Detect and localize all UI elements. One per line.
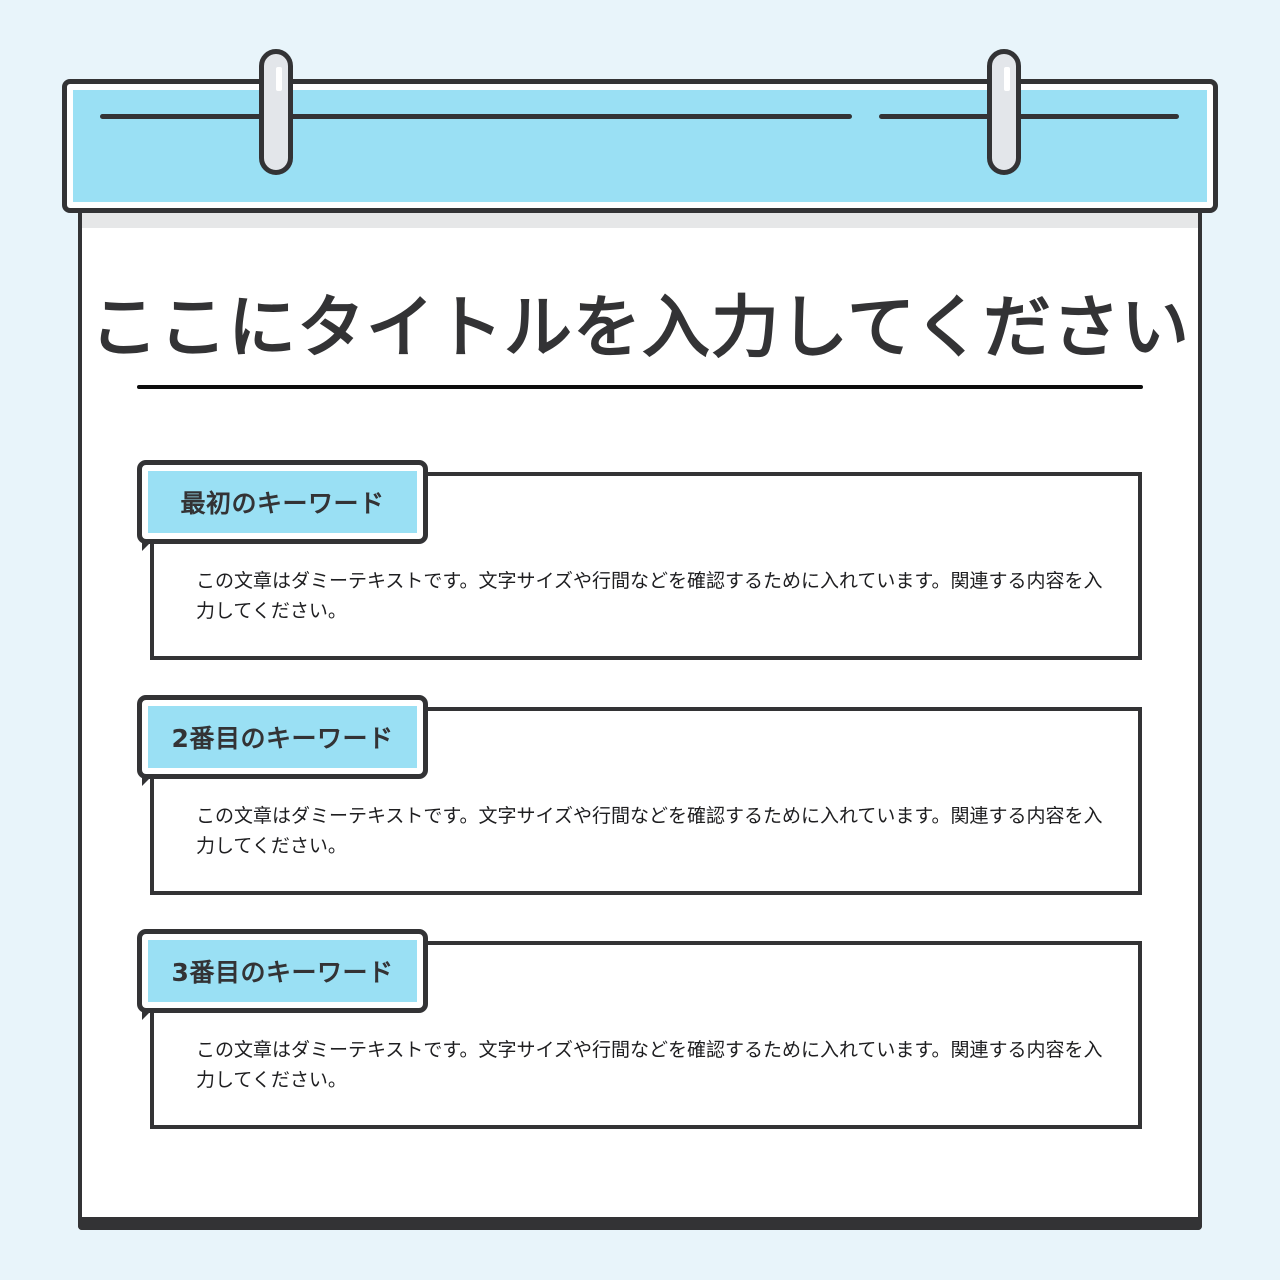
page-title: ここにタイトルを入力してください (90, 289, 1190, 368)
section-tag-fill-1: 最初のキーワード (148, 471, 417, 533)
hanging-rail-right (879, 114, 1179, 119)
tag-tail-1 (142, 539, 154, 551)
section-body-3: この文章はダミーテキストです。文字サイズや行間などを確認するために入れています。… (196, 1039, 1103, 1091)
clip-left-icon (259, 49, 293, 175)
board-shadow-strip (82, 212, 1198, 228)
section-label-3: 3番目のキーワード (171, 958, 394, 987)
header-bar-fill (73, 90, 1207, 202)
section-card-3: この文章はダミーテキストです。文字サイズや行間などを確認するために入れています。… (150, 941, 1142, 1129)
section-label-2: 2番目のキーワード (171, 724, 394, 753)
tag-tail-3 (142, 1008, 154, 1020)
section-tag-2: 2番目のキーワード (137, 695, 428, 786)
section-body-2: この文章はダミーテキストです。文字サイズや行間などを確認するために入れています。… (196, 805, 1103, 857)
section-tag-1: 最初のキーワード (137, 460, 428, 551)
header-bar (62, 79, 1218, 213)
section-body-1: この文章はダミーテキストです。文字サイズや行間などを確認するために入れています。… (196, 570, 1103, 622)
section-tag-fill-2: 2番目のキーワード (148, 706, 417, 768)
tag-tail-2 (142, 774, 154, 786)
hanging-rail-left (100, 114, 852, 119)
title-underline (137, 385, 1143, 389)
clip-right-icon (987, 49, 1021, 175)
section-tag-3: 3番目のキーワード (137, 929, 428, 1020)
section-label-1: 最初のキーワード (180, 489, 385, 518)
section-tag-fill-3: 3番目のキーワード (148, 940, 417, 1002)
